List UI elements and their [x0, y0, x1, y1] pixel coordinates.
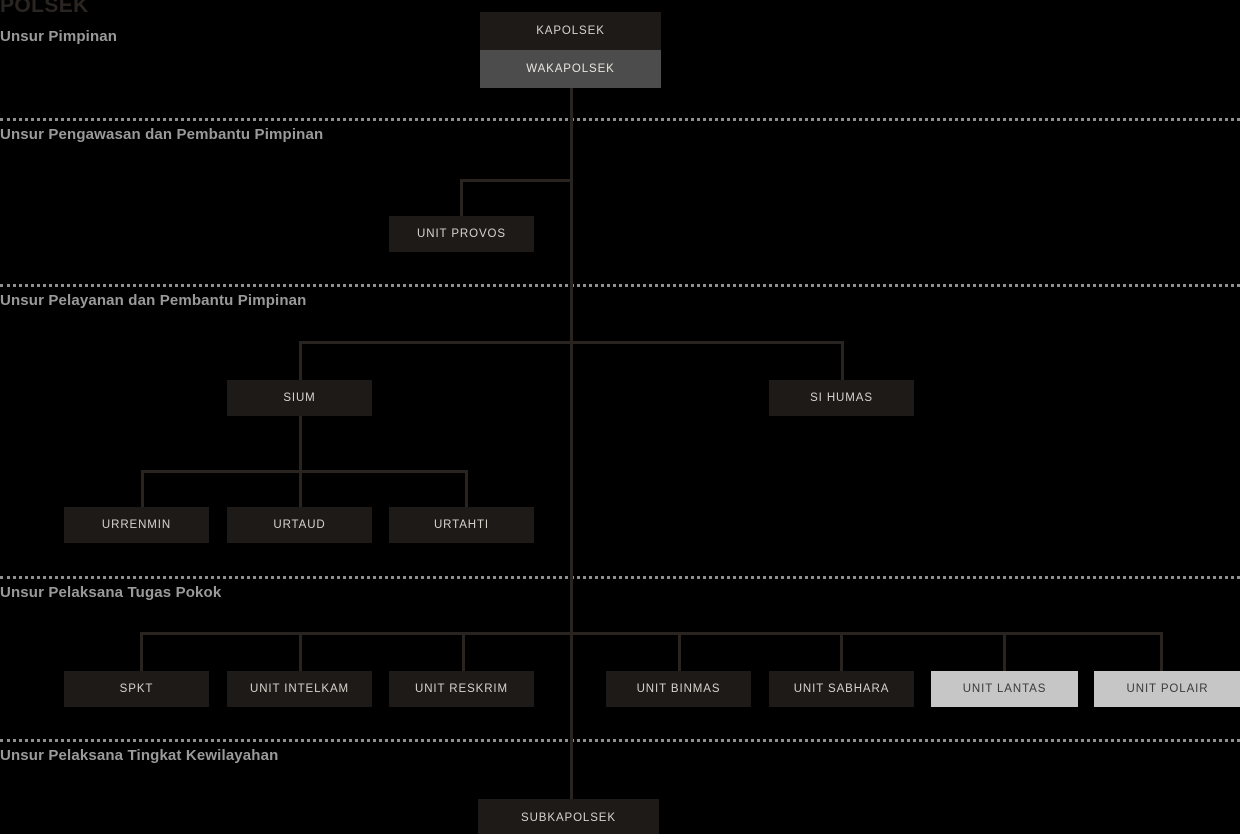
connector-unit-sabhara-drop [840, 632, 843, 671]
spine-main [570, 85, 573, 800]
section-label-kewilayahan: Unsur Pelaksana Tingkat Kewilayahan [0, 747, 279, 764]
connector-spkt-drop [140, 632, 143, 671]
connector-unit-lantas-drop [1003, 632, 1006, 671]
connector-unit-polair-drop [1160, 632, 1163, 671]
node-unit-provos[interactable]: UNIT PROVOS [389, 216, 534, 252]
node-unit-lantas[interactable]: UNIT LANTAS [931, 671, 1078, 707]
node-kapolsek[interactable]: KAPOLSEK [480, 12, 661, 50]
node-urtahti[interactable]: URTAHTI [389, 507, 534, 543]
node-unit-reskrim[interactable]: UNIT RESKRIM [389, 671, 534, 707]
connector-sium-humas-bar [299, 341, 844, 344]
node-urtaud[interactable]: URTAUD [227, 507, 372, 543]
connector-sium-stem [299, 416, 302, 470]
connector-unit-reskrim-drop [462, 632, 465, 671]
connector-urusan-bar [141, 470, 468, 473]
connector-unit-intelkam-drop [299, 632, 302, 671]
connector-provos-horizontal [460, 179, 571, 182]
connector-urtahti-drop [465, 470, 468, 507]
divider-kewilayahan [0, 739, 1240, 742]
node-subkapolsek[interactable]: SUBKAPOLSEK [478, 799, 659, 834]
node-unit-intelkam[interactable]: UNIT INTELKAM [227, 671, 372, 707]
node-unit-sabhara[interactable]: UNIT SABHARA [769, 671, 914, 707]
connector-urrenmin-drop [141, 470, 144, 507]
section-label-pelayanan: Unsur Pelayanan dan Pembantu Pimpinan [0, 292, 307, 309]
connector-si-humas-drop [841, 341, 844, 380]
section-label-pimpinan: Unsur Pimpinan [0, 28, 118, 45]
node-unit-binmas[interactable]: UNIT BINMAS [606, 671, 751, 707]
section-label-pengawasan: Unsur Pengawasan dan Pembantu Pimpinan [0, 126, 324, 143]
section-label-pelaksana: Unsur Pelaksana Tugas Pokok [0, 584, 222, 601]
connector-urtaud-drop [299, 470, 302, 507]
node-wakapolsek[interactable]: WAKAPOLSEK [480, 50, 661, 88]
node-unit-polair[interactable]: UNIT POLAIR [1094, 671, 1240, 707]
node-spkt[interactable]: SPKT [64, 671, 209, 707]
page-title: POLSEK [0, 0, 89, 17]
connector-sium-drop [299, 341, 302, 380]
node-urrenmin[interactable]: URRENMIN [64, 507, 209, 543]
divider-pelayanan [0, 284, 1240, 287]
node-si-humas[interactable]: SI HUMAS [769, 380, 914, 416]
connector-pelaksana-bar [140, 632, 1163, 635]
divider-pelaksana [0, 576, 1240, 579]
divider-pengawasan [0, 118, 1240, 121]
node-sium[interactable]: SIUM [227, 380, 372, 416]
connector-unit-binmas-drop [678, 632, 681, 671]
connector-provos-vertical [460, 179, 463, 216]
